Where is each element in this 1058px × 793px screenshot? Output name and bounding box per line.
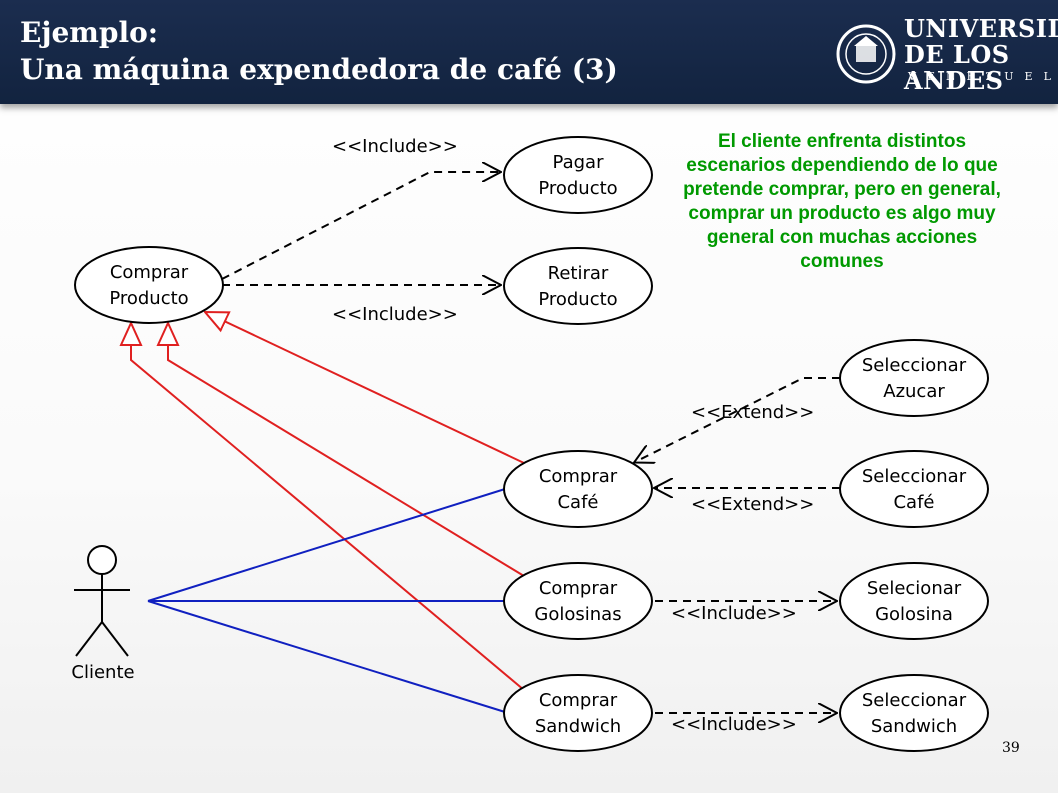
generalization-golosinas [168,323,525,577]
stereotype-include-golosina: <<Include>> [671,603,797,624]
association-lines [147,488,506,713]
usecase-label: Producto [109,288,188,309]
usecase-label: Pagar [553,152,605,173]
generalization-cafe [205,312,525,464]
usecase-label: Café [557,492,598,513]
usecase-comprar-golosinas [503,562,653,640]
include-pagar-line [221,172,500,280]
actor-cliente-icon [74,545,130,657]
usecase-retirar-producto [503,247,653,325]
usecase-comprar-sandwich [503,674,653,752]
association-sandwich [147,600,506,713]
stereotype-include-retirar: <<Include>> [332,304,458,325]
usecase-label: Selecionar [867,578,962,599]
usecase-label: Azucar [883,381,945,402]
usecase-label: Seleccionar [862,466,967,487]
header-bar: Ejemplo: Una máquina expendedora de café… [0,0,1058,104]
usecase-seleccionar-cafe [839,450,989,528]
usecase-selecionar-golosina [839,562,989,640]
usecase-label: Comprar [110,262,189,283]
usecase-comprar-cafe [503,450,653,528]
stereotype-extend-cafe: <<Extend>> [691,494,814,515]
usecase-label: Golosina [875,604,953,625]
usecase-label: Producto [538,178,617,199]
generalization-lines [131,312,525,691]
stereotype-extend-azucar: <<Extend>> [691,402,814,423]
usecase-label: Seleccionar [862,690,967,711]
usecase-label: Café [893,492,934,513]
usecase-label: Retirar [548,263,609,284]
usecase-seleccionar-azucar [839,339,989,417]
generalization-sandwich [131,323,525,691]
usecase-label: Comprar [539,690,618,711]
usecase-comprar-producto [74,246,224,324]
usecase-label: Comprar [539,578,618,599]
title-line-2: Una máquina expendedora de café (3) [20,53,618,86]
association-cafe [147,488,506,602]
university-logo: UNIVERSIDAD DE LOS ANDES VENEZUELA [836,6,1058,100]
logo-country: VENEZUELA [908,70,1058,83]
usecase-pagar-producto [503,136,653,214]
note-text: El cliente enfrenta distintos escenarios… [683,131,1001,272]
usecase-label: Seleccionar [862,355,967,376]
logo-wordmark: UNIVERSIDAD DE LOS ANDES [904,14,1058,95]
usecase-seleccionar-sandwich [839,674,989,752]
dependency-lines [221,172,840,713]
usecase-label: Producto [538,289,617,310]
actor-label: Cliente [71,662,134,683]
usecase-label: Sandwich [871,716,957,737]
slide-title: Ejemplo: Una máquina expendedora de café… [20,14,618,88]
stereotype-include-sandwich: <<Include>> [671,714,797,735]
usecase-label: Sandwich [535,716,621,737]
usecase-label: Golosinas [534,604,621,625]
page-number: 39 [1002,740,1020,756]
usecase-label: Comprar [539,466,618,487]
university-seal-icon [836,24,896,84]
title-line-1: Ejemplo: [20,16,159,49]
stereotype-include-pagar: <<Include>> [332,136,458,157]
